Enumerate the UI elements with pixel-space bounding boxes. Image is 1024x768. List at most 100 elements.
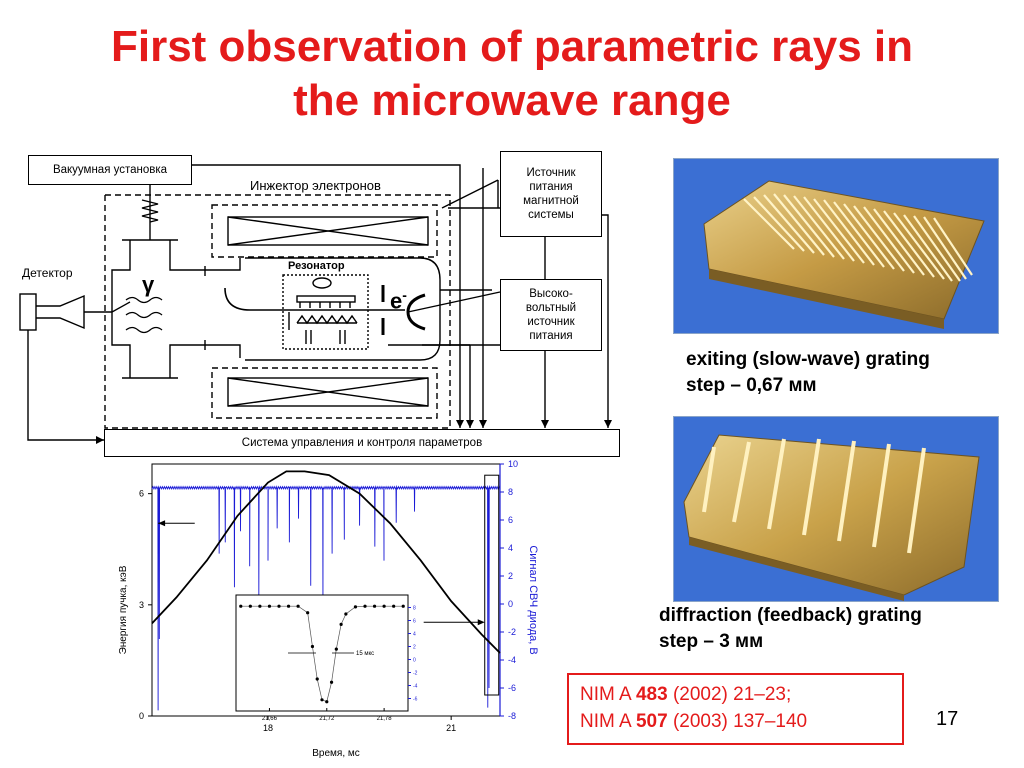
inset-point [325,700,329,704]
inset-point [339,622,343,626]
inset-point [353,605,358,609]
reference-2-pages: (2003) 137–140 [667,711,808,732]
inset-point [363,604,367,608]
electron-letter: e [390,288,403,314]
y-right-tick-label: -4 [508,655,516,665]
inset-point [277,604,281,608]
injector-label: Инжектор электронов [250,178,381,193]
diffraction-caption-line-1: diffraction (feedback) grating [659,605,922,626]
inset-point [306,611,310,615]
hv-supply-line-3: источник [527,316,575,328]
inset-width-label: 15 мкс [356,651,374,657]
reference-2-volume: 507 [635,711,668,732]
magnet-supply-line-3: магнитной [523,195,579,207]
zoom-arrow-head [477,619,485,626]
slide-title: First observation of parametric rays in … [0,20,1024,128]
inset-point [344,612,348,616]
y-left-tick-label: 3 [139,600,144,610]
y-right-tick-label: 0 [508,599,513,609]
magnet-supply-line-1: Источник [526,167,576,179]
inset-point [334,647,338,651]
y-right-tick-label: 6 [508,515,513,525]
electron-charge: - [402,287,407,303]
magnet-supply-box: Источник питания магнитной системы [500,151,602,237]
slow-wave-grating-image [674,159,998,333]
y-right-tick-label: 4 [508,543,513,553]
hv-supply-box: Высоко- вольтный источник питания [500,279,602,351]
inset-point [239,604,243,608]
reference-1-pages: (2002) 21–23; [667,684,792,705]
y-right-tick-label: -2 [508,627,516,637]
control-system-box: Система управления и контроля параметров [104,429,620,457]
inset-y-tick-label: 8 [413,606,416,612]
slow-wave-caption-line-2: step – 0,67 мм [686,375,817,396]
reference-2: NIM A 507 (2003) 137–140 [580,708,902,735]
inset-frame [235,594,409,712]
inset-series-line [240,605,404,703]
x-tick-label: 18 [263,723,273,733]
inset-point [258,604,262,608]
energy-arrow-head [158,520,166,527]
inset-point [248,604,252,608]
inset-point [329,680,334,684]
inset-x-tick-label: 21,78 [377,716,393,722]
vacuum-unit-label: Вакуумная установка [52,164,168,176]
electron-symbol: e- [390,287,407,314]
reference-1-volume: 483 [635,684,668,705]
y-right-tick-label: -6 [508,683,516,693]
slow-wave-caption-line-1: exiting (slow-wave) grating [686,349,930,370]
y-right-tick-label: 10 [508,459,518,469]
inset-point [296,604,300,608]
y-right-tick-label: 2 [508,571,513,581]
y-left-axis-label: Энергия пучка, кэВ [118,565,129,654]
inset-y-tick-label: 6 [413,619,416,625]
gamma-symbol: γ [142,272,155,297]
inset-y-tick-label: 4 [413,632,416,638]
diffraction-grating-photo [673,416,999,602]
inset-point [286,604,291,608]
reference-1-journal: NIM A [580,684,636,705]
inset-point [382,604,386,608]
inset-y-tick-label: 2 [413,645,416,651]
magnet-supply-line-2: питания [529,181,573,193]
control-system-label: Система управления и контроля параметров [241,437,483,449]
inset-point [372,604,377,608]
x-tick-label: 21 [446,723,456,733]
zoom-window [484,474,500,696]
y-right-axis-label: Сигнал СВЧ диода, В [527,545,539,654]
inset-point [267,604,272,608]
inset-x-tick-label: 21,72 [319,716,335,722]
reference-1: NIM A 483 (2002) 21–23; [580,681,902,708]
inset-x-tick-label: 21,66 [262,716,278,722]
reference-2-journal: NIM A [580,711,636,732]
y-right-tick-label: 8 [508,487,513,497]
inset-y-tick-label: -4 [413,684,418,690]
references-box: NIM A 483 (2002) 21–23; NIM A 507 (2003)… [567,673,904,745]
inset-y-tick-label: -2 [413,671,418,677]
inset-point [315,677,319,681]
hv-supply-line-4: питания [529,330,573,342]
slow-wave-grating-caption: exiting (slow-wave) grating step – 0,67 … [686,347,930,399]
vacuum-unit-box: Вакуумная установка [28,155,192,185]
hv-supply-line-2: вольтный [525,302,577,314]
diffraction-grating-image [674,417,998,601]
inset-point [392,604,396,608]
y-left-tick-label: 0 [139,711,144,721]
inset-point [401,604,405,608]
hv-supply-line-1: Высоко- [529,288,573,300]
diffraction-caption-line-2: step – 3 мм [659,631,764,652]
x-axis-label: Время, мс [312,748,360,759]
energy-series-line [151,470,501,654]
diffraction-grating-caption: diffraction (feedback) grating step – 3 … [659,603,922,655]
y-left-tick-label: 6 [139,489,144,499]
detector-label: Детектор [22,266,73,280]
inset-y-tick-label: 0 [413,658,416,664]
magnet-supply-line-4: системы [528,209,574,221]
inset-y-tick-label: -6 [413,697,418,703]
inset-point [310,644,315,649]
slow-wave-grating-photo [673,158,999,334]
signal-series-line [151,484,501,711]
inset-point [320,698,324,702]
schematic-diagram: Вакуумная установка Инжектор электронов … [0,0,640,460]
